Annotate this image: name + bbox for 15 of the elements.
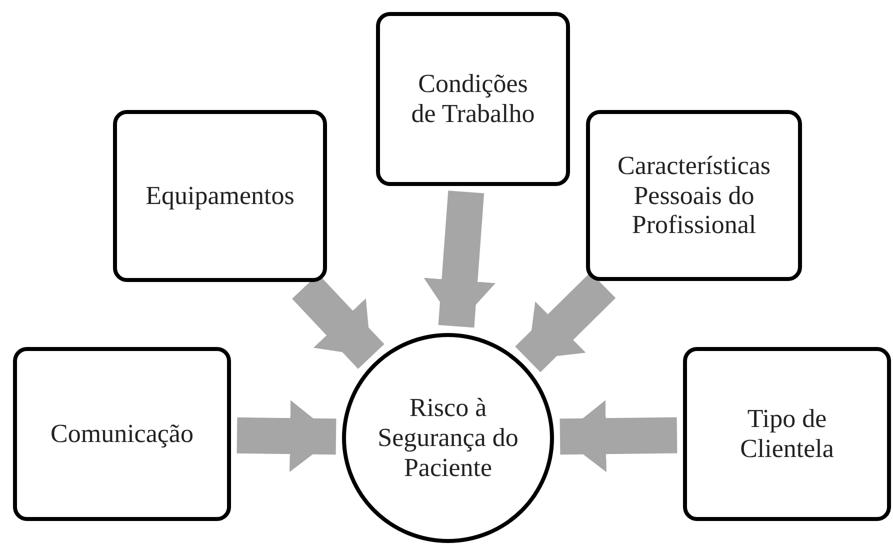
block-arrow: [424, 190, 496, 328]
block-arrow: [560, 400, 678, 472]
factor-box: [586, 110, 802, 281]
node-label: Comunicação: [50, 419, 194, 449]
node-label: Tipo de Clientela: [739, 404, 835, 464]
node-label: Características Pessoais do Profissional: [616, 150, 772, 240]
node-label: Condições de Trabalho: [410, 69, 536, 129]
node-label: Risco à Segurança do Paciente: [376, 393, 520, 483]
factor-box: [13, 347, 231, 521]
block-arrow: [515, 272, 616, 372]
factor-box: [113, 110, 327, 282]
factor-box: [683, 347, 891, 521]
node-label: Equipamentos: [146, 181, 294, 211]
factor-box: [376, 12, 570, 186]
block-arrow: [236, 400, 336, 472]
